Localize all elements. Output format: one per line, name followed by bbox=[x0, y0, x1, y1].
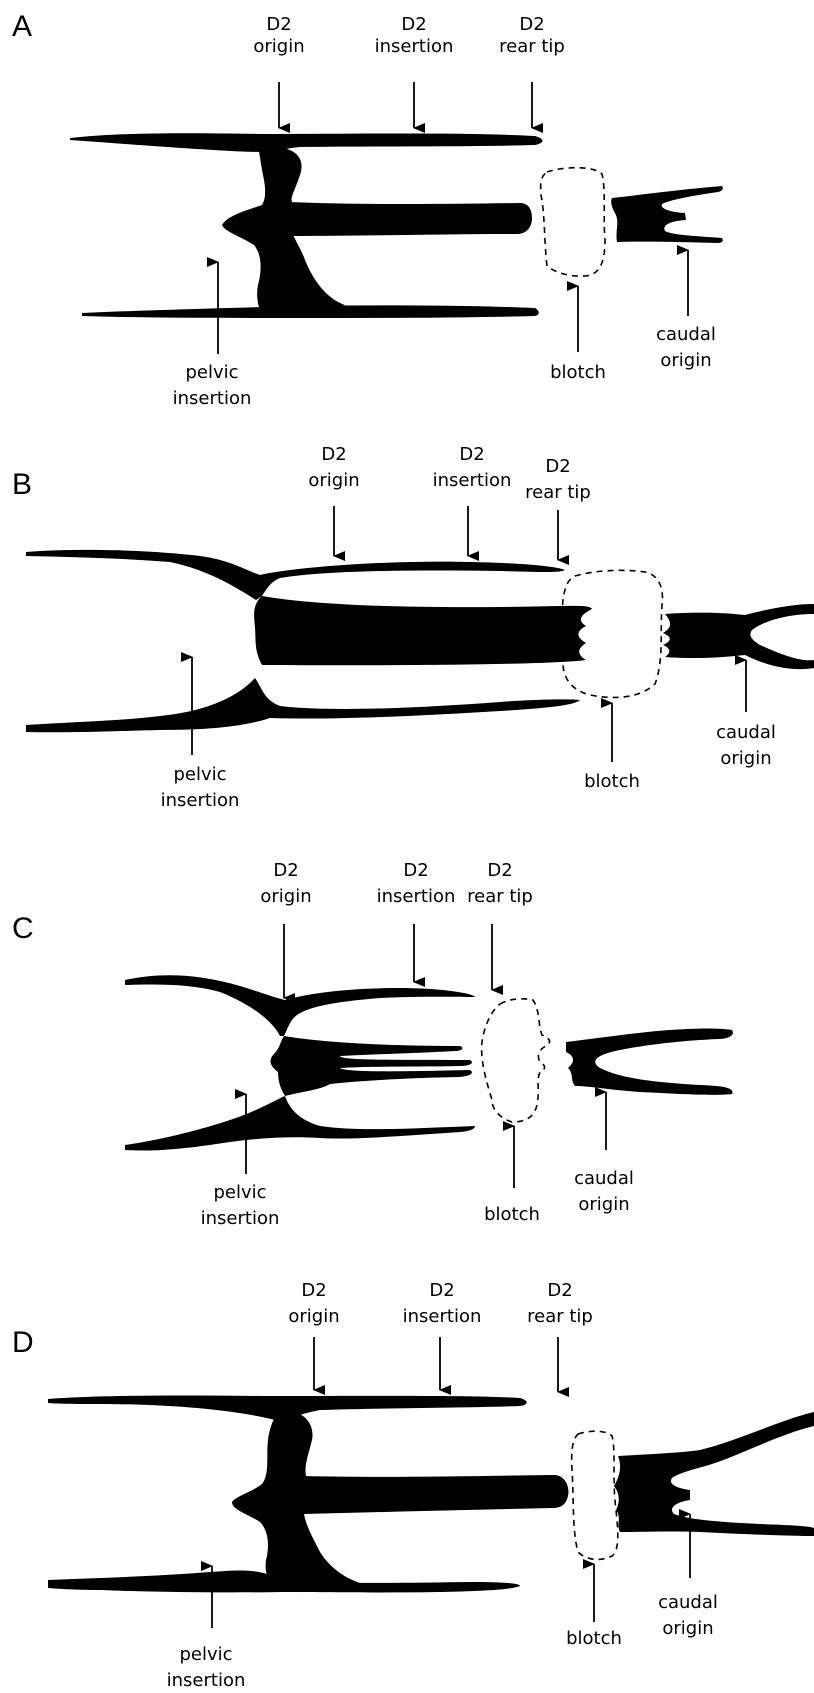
mid-stripe bbox=[288, 202, 532, 236]
dorsal-band bbox=[26, 550, 565, 600]
saddle-body bbox=[271, 1036, 472, 1096]
caudal-spot bbox=[566, 1029, 733, 1095]
svg-text:blotch: blotch bbox=[566, 1628, 622, 1649]
panel-letter: B bbox=[12, 468, 32, 501]
dorsal-band bbox=[70, 133, 543, 152]
arrow-blotch: blotch bbox=[566, 1564, 622, 1649]
arrow-blotch: blotch bbox=[484, 1126, 540, 1225]
svg-text:blotch: blotch bbox=[484, 1204, 540, 1225]
blotch-outline bbox=[572, 1431, 618, 1559]
panel-letter: C bbox=[12, 912, 34, 945]
panel-letter: A bbox=[12, 10, 32, 43]
blotch-outline bbox=[482, 999, 550, 1122]
saddle-body bbox=[254, 596, 592, 665]
caudal-spot bbox=[611, 186, 723, 243]
caudal-spot bbox=[614, 1412, 814, 1536]
svg-text:blotch: blotch bbox=[550, 362, 606, 383]
arrow-blotch: blotch bbox=[584, 703, 640, 792]
mid-stripe bbox=[304, 1475, 568, 1514]
ventral-band bbox=[26, 678, 580, 732]
svg-text:blotch: blotch bbox=[584, 771, 640, 792]
blotch-outline bbox=[541, 168, 605, 276]
dorsal-band bbox=[125, 975, 475, 1036]
arrow-blotch: blotch bbox=[550, 286, 606, 383]
caudal-spot bbox=[663, 604, 814, 669]
ventral-band bbox=[125, 1096, 475, 1151]
ventral-band bbox=[82, 305, 539, 318]
panel-letter: D bbox=[12, 1326, 34, 1359]
